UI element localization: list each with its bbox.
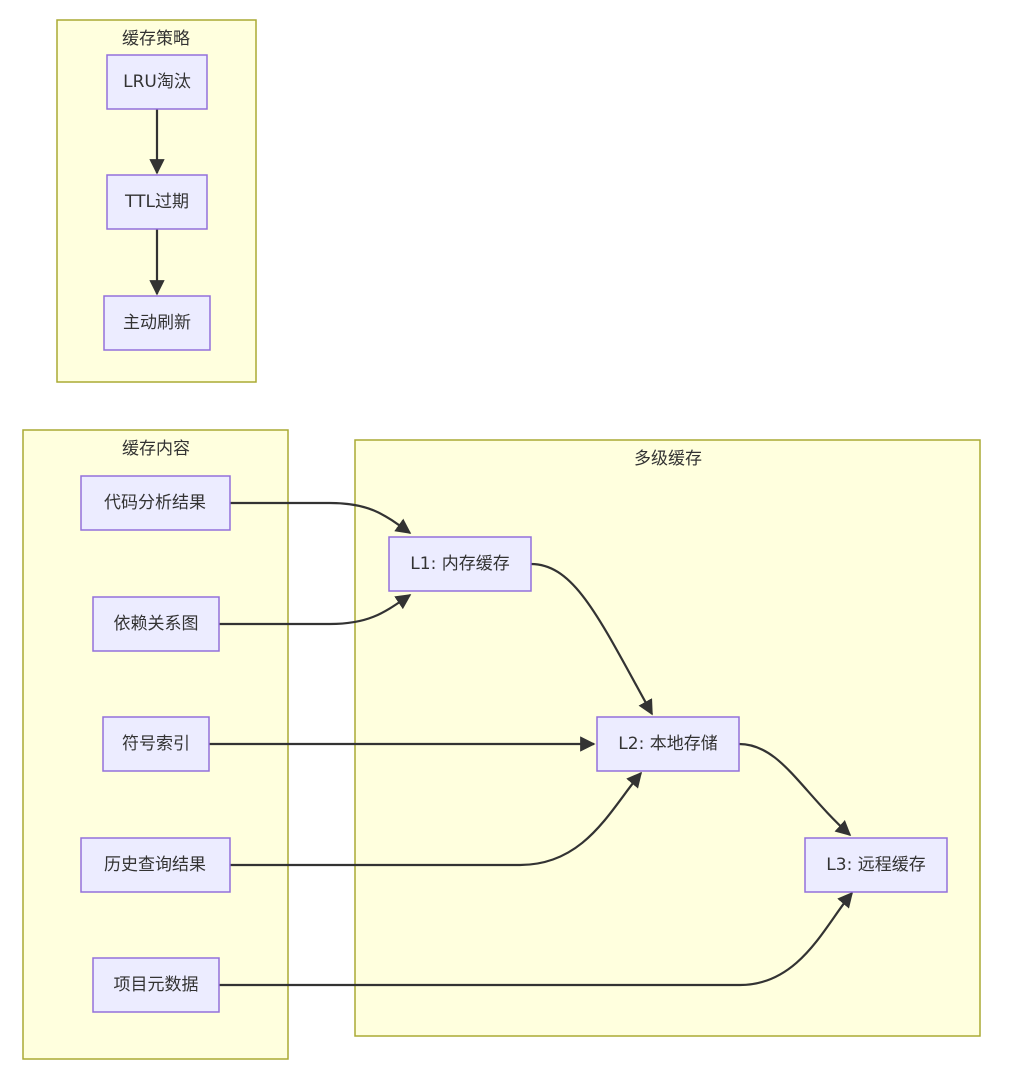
cluster-title: 缓存策略 [122, 29, 190, 49]
edge-analysis-to-l1 [230, 501, 412, 534]
node-label: 历史查询结果 [104, 855, 206, 875]
node-dependency-graph[interactable]: 依赖关系图 [92, 596, 220, 652]
node-label: 项目元数据 [114, 975, 199, 995]
edge-l2-to-l3 [738, 742, 852, 837]
node-symbol-index[interactable]: 符号索引 [102, 716, 210, 772]
node-ttl-expiry[interactable]: TTL过期 [106, 174, 208, 230]
node-label: TTL过期 [124, 192, 189, 212]
node-label: 依赖关系图 [114, 614, 199, 634]
edge-l1-to-l2 [530, 562, 653, 716]
node-label: LRU淘汰 [123, 72, 191, 92]
node-active-refresh[interactable]: 主动刷新 [103, 295, 211, 351]
node-history-query-results[interactable]: 历史查询结果 [80, 837, 231, 893]
node-label: 主动刷新 [123, 313, 191, 333]
node-label: L3: 远程缓存 [826, 855, 925, 875]
edge-meta-to-l3 [219, 891, 853, 987]
node-label: 代码分析结果 [104, 493, 206, 513]
edge-history-to-l2 [230, 771, 642, 867]
node-code-analysis-results[interactable]: 代码分析结果 [80, 475, 231, 531]
node-label: L2: 本地存储 [618, 734, 717, 754]
node-label: 符号索引 [122, 734, 190, 754]
node-label: L1: 内存缓存 [410, 554, 509, 574]
cluster-title: 缓存内容 [122, 439, 190, 459]
cluster-title: 多级缓存 [634, 449, 702, 469]
node-l2-local-storage[interactable]: L2: 本地存储 [596, 716, 740, 772]
node-l3-remote-cache[interactable]: L3: 远程缓存 [804, 837, 948, 893]
edge-deps-to-l1 [219, 594, 412, 626]
node-lru-eviction[interactable]: LRU淘汰 [106, 54, 208, 110]
node-project-metadata[interactable]: 项目元数据 [92, 957, 220, 1013]
node-l1-memory-cache[interactable]: L1: 内存缓存 [388, 536, 532, 592]
